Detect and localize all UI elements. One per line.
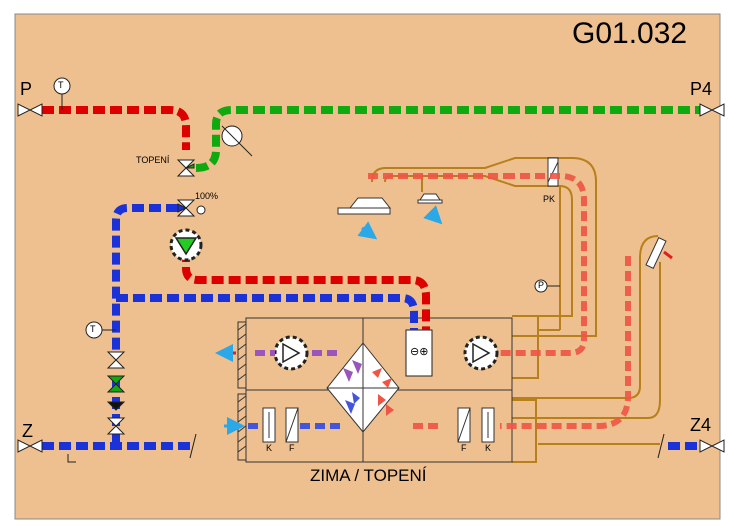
heating-coil bbox=[405, 329, 433, 377]
duct-inlet-right bbox=[512, 399, 537, 463]
fire-damper-label: PK bbox=[543, 194, 556, 204]
duct-outlet-right bbox=[512, 315, 539, 379]
supply-fan bbox=[463, 335, 499, 371]
supply-diffusers bbox=[337, 193, 443, 215]
control-valve bbox=[176, 199, 206, 217]
drain-symbol bbox=[67, 454, 76, 463]
port-valves bbox=[17, 103, 725, 453]
heat-exchanger-symbol: ⊖⊕ bbox=[410, 346, 429, 358]
pipe-breaks bbox=[189, 433, 665, 459]
intake-duct bbox=[512, 235, 659, 399]
heating-valve-label: TOPENÍ bbox=[136, 155, 170, 165]
port-return: Z bbox=[22, 421, 33, 441]
filter-left-label: F bbox=[289, 443, 295, 453]
panel-id-label: G01.032 bbox=[572, 17, 688, 50]
pressure-sensor: P bbox=[538, 280, 545, 290]
outdoor-air-arrows bbox=[215, 205, 673, 435]
background bbox=[14, 13, 721, 520]
port-return-4: Z4 bbox=[690, 415, 712, 435]
mode-caption: ZIMA / TOPENÍ bbox=[310, 466, 427, 485]
damper-left-label: K bbox=[266, 443, 273, 453]
intake-louver bbox=[645, 237, 667, 269]
sensor-circles bbox=[53, 77, 560, 339]
valve-position-label: 100% bbox=[195, 191, 219, 201]
filters-dampers bbox=[262, 407, 495, 443]
warm-air-flow bbox=[368, 173, 631, 429]
three-way-valve-heating bbox=[176, 159, 196, 177]
port-supply: P bbox=[20, 79, 33, 99]
exhaust-fan bbox=[273, 335, 309, 371]
green-pipe bbox=[195, 106, 700, 172]
pump bbox=[169, 228, 203, 262]
valve-stack-left bbox=[106, 351, 126, 435]
temp-sensor-left: T bbox=[90, 324, 96, 334]
filter-right-label: F bbox=[461, 443, 467, 453]
hot-water-pipe bbox=[42, 106, 430, 330]
flow-meter bbox=[221, 125, 253, 157]
damper-right-label: K bbox=[485, 443, 492, 453]
port-supply-4: P4 bbox=[690, 79, 713, 99]
heat-recovery-exchanger bbox=[326, 342, 400, 433]
temp-sensor-top: T bbox=[58, 80, 64, 90]
